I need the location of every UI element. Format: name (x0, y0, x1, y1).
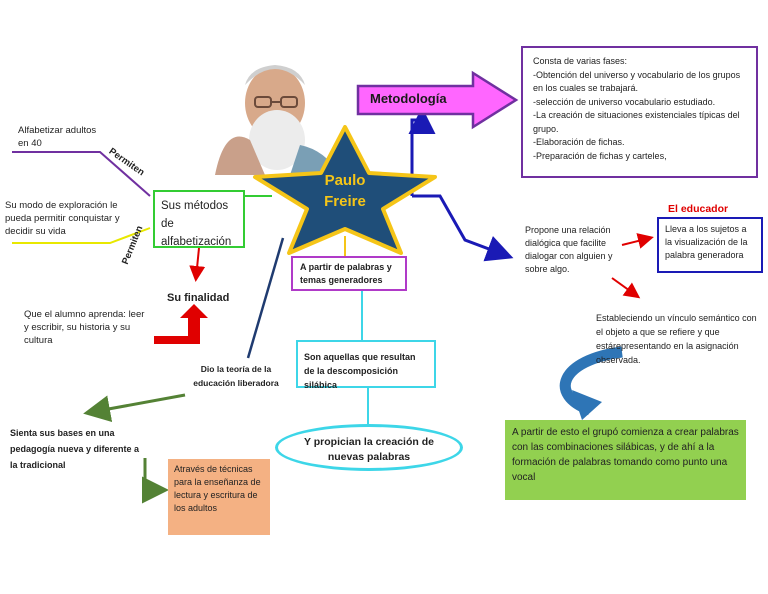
metodologia-phase-4: -Elaboración de fichas. (533, 137, 625, 147)
arrow-bases-tecnicas (142, 458, 169, 504)
arrow-vinculo (611, 277, 641, 299)
educador-box: Lleva a los sujetos a la visualización d… (657, 217, 763, 273)
finalidad-text: Su finalidad (167, 292, 230, 304)
star-title: Paulo Freire (324, 172, 366, 210)
metodologia-phase-2: -selección de universo vocabulario estud… (533, 96, 716, 107)
palabras-text: A partir de palabras y temas generadores (300, 262, 392, 285)
propician-ellipse: Y propician la creación de nuevas palabr… (275, 424, 463, 471)
green-conclusion-text: A partir de esto el grupó comienza a cre… (512, 427, 739, 483)
red-bent-arrow (154, 304, 208, 344)
metodologia-phases-box: Consta de varias fases: -Obtención del u… (521, 46, 758, 178)
line-star-teoria (246, 237, 285, 359)
arrow-educador (621, 233, 654, 249)
teoria-text: Dio la teoría de la educación liberadora (193, 364, 279, 388)
metodologia-phase-3: -La creación de situaciones existenciale… (533, 110, 740, 134)
metodologia-label: Metodología (370, 91, 447, 106)
propone-text: Propone una relación dialógica que facil… (525, 225, 613, 274)
propician-text: Y propician la creación de nuevas palabr… (304, 436, 434, 463)
palabras-box: A partir de palabras y temas generadores (291, 256, 407, 291)
line-modo (12, 227, 151, 244)
metodos-box: Sus métodos de alfabetización (153, 190, 245, 248)
metodologia-phase-1: -Obtención del universo y vocabulario de… (533, 69, 741, 94)
vinculo-text: Estableciendo un vínculo semántico con e… (596, 313, 757, 365)
arrow-teoria-bases (83, 393, 186, 423)
tecnicas-box: Através de técnicas para la enseñanza de… (168, 459, 270, 535)
modo-text: Su modo de exploración le pueda permitir… (5, 200, 120, 237)
educador-title: El educador (668, 203, 729, 215)
metodologia-intro: Consta de varias fases: (533, 56, 628, 66)
arrow-metodos-finalidad (189, 247, 206, 282)
bases-text: Sienta sus bases en una pedagogía nueva … (10, 428, 140, 470)
metodologia-phase-5: -Preparación de fichas y carteles, (533, 150, 667, 161)
arrow-propone (412, 194, 514, 262)
star-shape (253, 125, 437, 255)
metodologia-arrow (356, 70, 519, 130)
green-conclusion-box: A partir de esto el grupó comienza a cre… (505, 420, 746, 500)
paulo-freire-photo (205, 45, 345, 175)
aquellas-text: Son aquellas que resultan de la descompo… (304, 352, 416, 390)
line-alfabetizar (12, 151, 151, 197)
educador-text: Lleva a los sujetos a la visualización d… (665, 224, 748, 260)
tecnicas-text: Através de técnicas para la enseñanza de… (174, 464, 261, 513)
aquellas-box: Son aquellas que resultan de la descompo… (296, 340, 436, 390)
line-star-metodologia (408, 107, 436, 196)
alumno-text: Que el alumno aprenda: leer y escribir, … (24, 309, 145, 346)
metodos-text: Sus métodos de alfabetización (161, 200, 232, 248)
arrow-curved-blue-head (572, 390, 602, 420)
alfabetizar-text: Alfabetizar adultos en 40 (18, 125, 97, 149)
